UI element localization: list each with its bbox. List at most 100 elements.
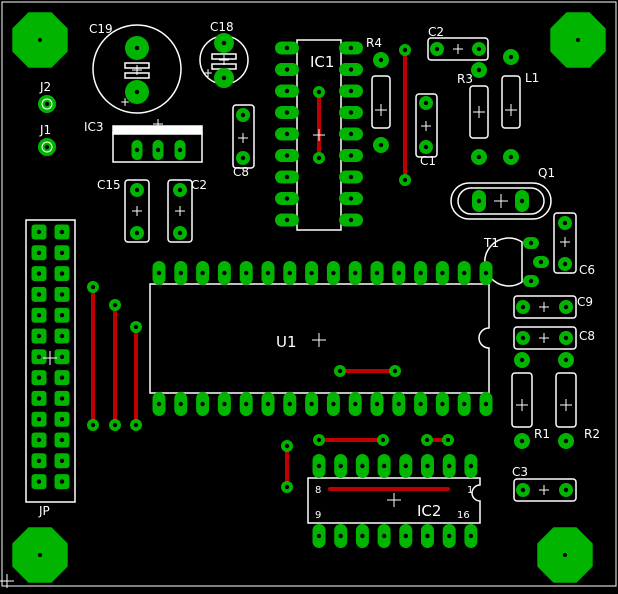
- l1-body: [501, 75, 521, 129]
- c8-left-outline: [232, 104, 255, 169]
- pad-drill: [353, 401, 358, 407]
- pad-drill: [222, 270, 227, 276]
- q1-label: Q1: [538, 166, 555, 180]
- pad-drill: [563, 357, 569, 363]
- c19-label: C19: [89, 22, 113, 36]
- pad-drill: [338, 533, 343, 539]
- ic2-pin1-label: 1: [467, 485, 473, 496]
- c1-label: C1: [420, 154, 436, 168]
- c6-label: C6: [579, 263, 595, 277]
- pad-drill: [440, 401, 445, 407]
- pad-drill: [476, 46, 482, 52]
- pad-drill: [538, 259, 544, 265]
- pad-drill: [392, 368, 398, 374]
- pad-drill: [424, 437, 430, 443]
- pad-drill: [402, 177, 408, 183]
- pad-drill: [284, 196, 290, 201]
- c2-left-outline: [167, 179, 193, 243]
- pad-drill: [244, 270, 249, 276]
- pad-drill: [563, 487, 569, 493]
- pad-drill: [396, 270, 401, 276]
- pad-drill: [476, 154, 482, 160]
- c15-outline: [124, 179, 150, 243]
- pad-drill: [240, 112, 246, 118]
- pad-drill: [265, 270, 271, 276]
- c19-polarity: +: [120, 95, 130, 109]
- pad-drill: [59, 229, 65, 235]
- pad-drill: [348, 131, 354, 137]
- pad-drill: [265, 401, 271, 407]
- pad-drill: [483, 270, 489, 276]
- pad-drill: [59, 437, 65, 443]
- pad-drill: [396, 401, 401, 407]
- pad-drill: [284, 88, 290, 94]
- u1-label: U1: [276, 333, 297, 351]
- mount-drill: [576, 38, 580, 42]
- pad-drill: [331, 401, 336, 407]
- pad-drill: [59, 250, 65, 255]
- pad-drill: [36, 479, 42, 484]
- r2-body: [555, 372, 577, 428]
- pad-drill: [528, 240, 534, 246]
- c15-label: C15: [97, 178, 121, 192]
- c2-top-outline: [427, 37, 489, 61]
- ic2-body: [307, 477, 481, 524]
- jumper-ring: [41, 98, 53, 110]
- pad-drill: [468, 463, 474, 469]
- q1-outline: [450, 182, 552, 220]
- c8-left-label: C8: [233, 165, 249, 179]
- pad-drill: [59, 396, 65, 401]
- pad-drill: [134, 147, 140, 153]
- pad-drill: [337, 368, 343, 374]
- pad-drill: [348, 153, 354, 158]
- c3-label: C3: [512, 465, 528, 479]
- c8-right-label: C8: [579, 329, 595, 343]
- pad-drill: [447, 533, 452, 539]
- pad-drill: [177, 187, 183, 193]
- pad-drill: [284, 174, 290, 180]
- pad-drill: [562, 220, 568, 226]
- pad-drill: [440, 270, 445, 276]
- pad-drill: [200, 401, 205, 407]
- pad-drill: [177, 230, 183, 236]
- pad-drill: [374, 270, 380, 276]
- pad-drill: [519, 438, 525, 444]
- pads: [31, 33, 574, 548]
- jp-outline: [25, 219, 76, 503]
- pad-drill: [44, 101, 50, 107]
- pad-drill: [378, 142, 384, 148]
- pad-drill: [519, 357, 525, 363]
- pad-drill: [284, 67, 290, 72]
- c8-right-outline: [513, 326, 577, 350]
- origin-marks: [41, 44, 572, 507]
- pad-drill: [378, 57, 384, 63]
- pad-drill: [200, 270, 205, 276]
- r3-body: [469, 85, 489, 139]
- pad-drill: [563, 304, 569, 310]
- labels: C19 C18 R4 C2 IC1 R3 L1 J2 J1 IC3 C8 C1 …: [38, 20, 600, 521]
- ic2-pin9-label: 9: [315, 510, 321, 521]
- c9-outline: [513, 295, 577, 319]
- pad-drill: [36, 458, 42, 463]
- pad-drill: [528, 278, 534, 284]
- pad-drill: [59, 417, 65, 422]
- pad-drill: [134, 187, 140, 193]
- pad-drill: [423, 100, 429, 106]
- pad-drill: [59, 333, 65, 339]
- jp-label: JP: [38, 504, 50, 518]
- pad-drill: [316, 463, 322, 469]
- pad-drill: [287, 401, 292, 407]
- pad-drill: [348, 196, 354, 201]
- c18-polarity: +: [203, 66, 213, 80]
- pad-drill: [36, 417, 42, 422]
- pad-drill: [309, 401, 314, 407]
- pad-drill: [562, 261, 568, 267]
- pad-drill: [447, 463, 452, 469]
- r4-label: R4: [366, 36, 382, 50]
- pad-drill: [59, 292, 65, 297]
- pad-drill: [155, 147, 161, 153]
- mount-holes: [12, 12, 606, 583]
- mount-drill: [563, 553, 567, 557]
- pad-drill: [133, 324, 139, 330]
- j2-label: J2: [39, 80, 51, 94]
